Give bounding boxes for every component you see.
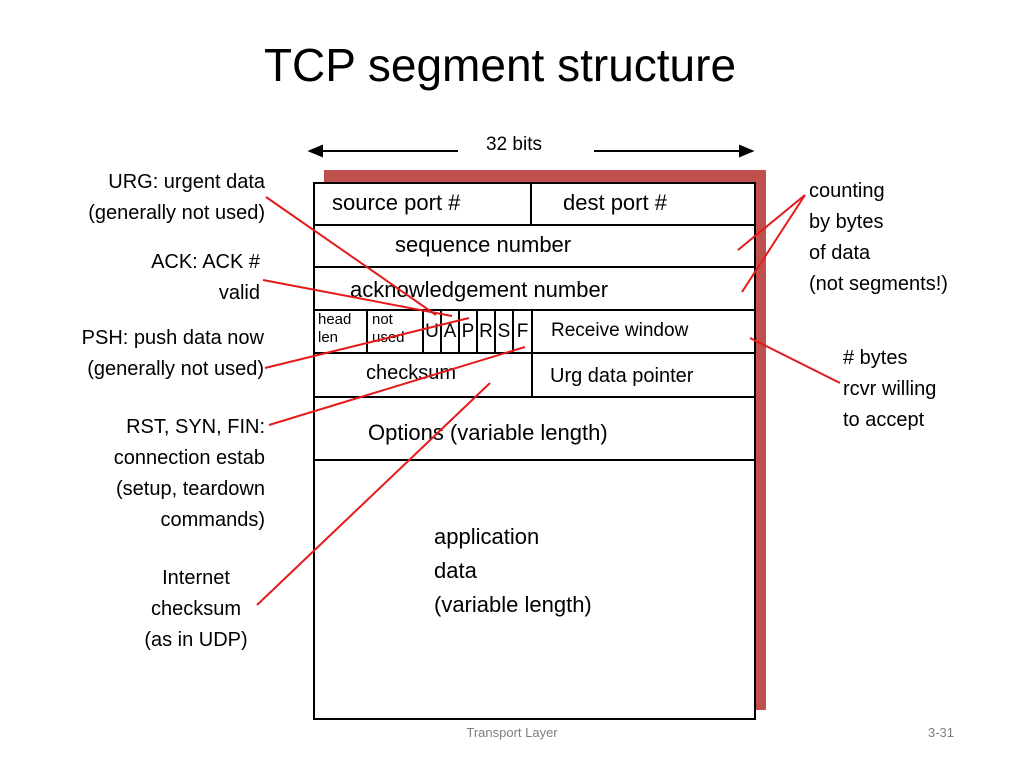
row-divider — [313, 396, 756, 398]
annotation-line: PSH: push data now — [81, 327, 264, 349]
width-label: 32 bits — [486, 134, 542, 155]
field-sequence-number: sequence number — [395, 232, 572, 257]
row-divider — [313, 309, 756, 311]
annotation-counting: counting by bytes of data (not segments!… — [809, 176, 948, 300]
annotation-line: # bytes — [843, 347, 908, 369]
pointer-psh — [264, 317, 470, 369]
segment-frame — [313, 182, 756, 720]
field-head-len: head len — [318, 311, 351, 347]
head-len-line: head — [318, 311, 352, 328]
col-divider — [494, 309, 496, 353]
field-checksum: checksum — [366, 362, 457, 384]
pointer-counting-ack — [741, 194, 806, 293]
annotation-rst-syn-fin: RST, SYN, FIN: connection estab (setup, … — [114, 412, 265, 536]
annotation-line: commands) — [160, 509, 265, 531]
flag-ack: A — [443, 321, 457, 342]
col-divider — [531, 352, 533, 396]
annotation-line: URG: urgent data — [108, 171, 265, 193]
field-dest-port: dest port # — [563, 190, 667, 215]
pointer-rcvr — [749, 337, 841, 384]
annotation-line: valid — [218, 282, 260, 304]
annotation-line: ACK: ACK # — [151, 251, 260, 273]
annotation-line: (not segments!) — [809, 273, 948, 295]
field-options: Options (variable length) — [368, 420, 608, 445]
annotation-line: counting — [809, 180, 885, 202]
field-ack-number: acknowledgement number — [350, 277, 609, 302]
field-app-data: application data (variable length) — [434, 520, 592, 622]
pointer-ack — [262, 279, 453, 317]
annotation-line: Internet — [162, 567, 230, 589]
col-divider — [366, 309, 368, 353]
col-divider — [531, 309, 533, 353]
annotation-line: (as in UDP) — [144, 629, 248, 651]
annotation-internet-checksum: Internet checksum (as in UDP) — [137, 563, 255, 656]
annotation-ack: ACK: ACK # valid — [151, 247, 260, 309]
footer-right: 3-31 — [928, 725, 955, 740]
row-divider — [313, 352, 756, 354]
flag-rst: R — [479, 321, 493, 342]
annotation-line: (setup, teardown — [116, 478, 265, 500]
annotation-line: to accept — [843, 409, 925, 431]
col-divider — [422, 309, 424, 353]
annotation-line: by bytes — [809, 211, 884, 233]
width-arrow — [307, 144, 755, 158]
pointer-counting-seq — [737, 194, 806, 251]
field-receive-window: Receive window — [551, 320, 689, 341]
col-divider — [512, 309, 514, 353]
field-source-port: source port # — [332, 190, 461, 215]
width-arrow-left-head — [307, 144, 323, 158]
pointer-checksum — [256, 382, 491, 606]
col-divider — [530, 182, 532, 225]
annotation-rcvr: # bytes rcvr willing to accept — [843, 343, 936, 436]
col-divider — [458, 309, 460, 353]
footer-left: Transport Layer — [466, 725, 558, 740]
head-len-line: len — [318, 329, 339, 346]
flag-psh: P — [461, 321, 475, 342]
col-divider — [476, 309, 478, 353]
annotation-line: RST, SYN, FIN: — [126, 416, 265, 438]
app-data-line: application — [434, 524, 540, 549]
annotation-line: (generally not used) — [88, 202, 265, 224]
annotation-psh: PSH: push data now (generally not used) — [82, 323, 264, 385]
not-used-line: not — [372, 311, 393, 328]
annotation-line: checksum — [150, 598, 242, 620]
flag-syn: S — [497, 321, 511, 342]
width-arrow-right-head — [739, 144, 755, 158]
flag-fin: F — [516, 321, 529, 342]
col-divider — [440, 309, 442, 353]
annotation-line: connection estab — [113, 447, 265, 469]
row-divider — [313, 266, 756, 268]
app-data-line: data — [434, 558, 477, 583]
row-divider — [313, 459, 756, 461]
pointer-rst-syn-fin — [268, 346, 526, 426]
app-data-line: (variable length) — [434, 592, 592, 617]
pointer-urg — [265, 196, 437, 316]
slide-title: TCP segment structure — [263, 39, 737, 91]
annotation-line: of data — [809, 242, 871, 264]
row-divider — [313, 224, 756, 226]
annotation-line: rcvr willing — [843, 378, 937, 400]
annotation-line: (generally not used) — [87, 358, 264, 380]
field-urg-pointer: Urg data pointer — [550, 365, 694, 387]
annotation-urg: URG: urgent data (generally not used) — [88, 167, 265, 229]
